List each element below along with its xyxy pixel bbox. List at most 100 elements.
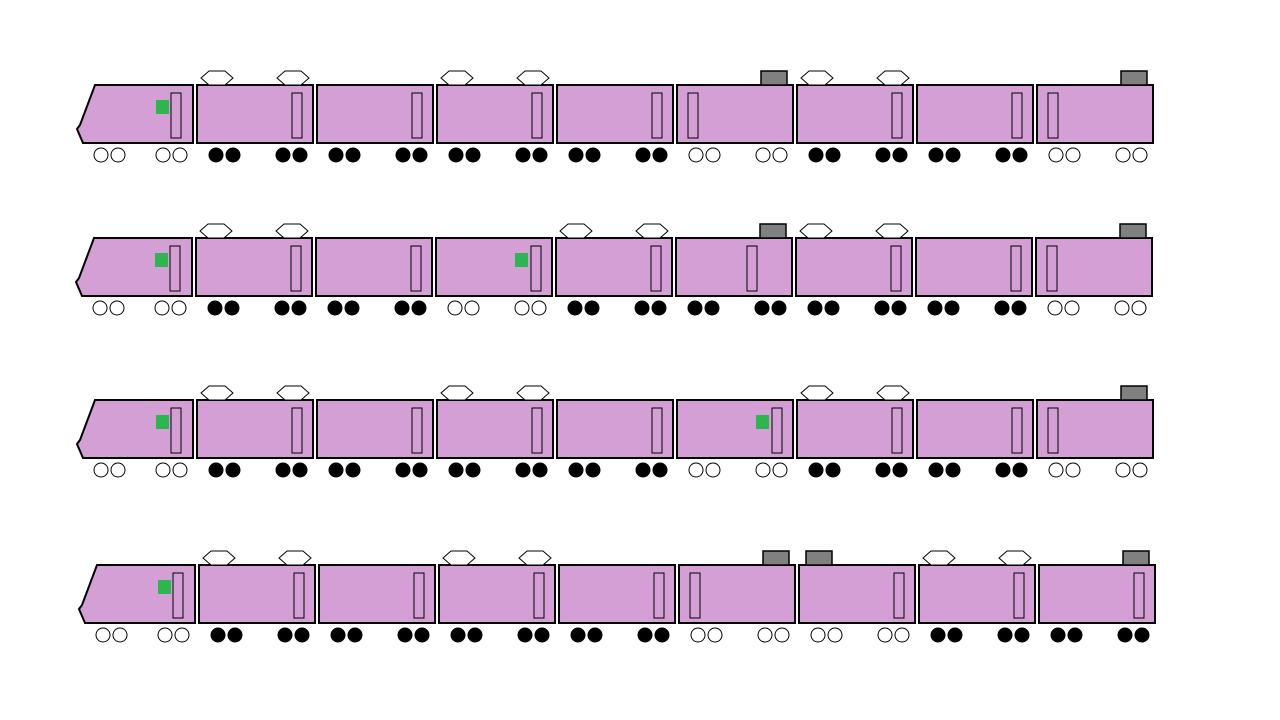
trailer-wheel [772,147,788,163]
powered-wheel [534,627,550,643]
pantograph-icon [275,223,309,239]
powered-wheel [570,627,586,643]
car-8 [915,237,1033,316]
powered-wheel [587,627,603,643]
car-4 [436,385,554,478]
car-2 [198,550,316,643]
car-door [411,407,423,454]
cab-light-indicator [158,580,171,594]
car-door [890,245,902,292]
middle-car-body [676,399,794,459]
pantograph-icon [200,385,234,401]
trailer-wheel [93,147,109,163]
powered-wheel [704,300,720,316]
car-6 [676,70,794,163]
trailer-wheel [755,462,771,478]
pantograph-icon [199,223,233,239]
trailer-wheel [531,300,547,316]
car-1 [77,564,196,643]
powered-wheel [944,300,960,316]
car-door [169,245,181,292]
car-7 [798,550,916,643]
pantograph-icon [442,550,476,566]
cab-car-body [74,237,193,297]
middle-car-body [555,237,673,297]
pantograph-icon [635,223,669,239]
middle-car-body [676,84,794,144]
powered-wheel [411,300,427,316]
end-car-body [1036,399,1154,459]
roof-equipment-box [805,550,833,566]
powered-wheel [515,147,531,163]
powered-wheel [274,300,290,316]
pantograph-icon [875,223,909,239]
pantograph-icon [559,223,593,239]
trailer-wheel [92,300,108,316]
powered-wheel [945,147,961,163]
powered-wheel [1117,627,1133,643]
car-door [1010,245,1022,292]
trailer-wheel [827,627,843,643]
roof-equipment-box [1120,385,1148,401]
car-2 [195,223,313,316]
powered-wheel [808,147,824,163]
powered-wheel [450,627,466,643]
powered-wheel [807,300,823,316]
car-door [1047,92,1059,139]
powered-wheel [997,627,1013,643]
car-door [413,572,425,619]
cab-car-body [75,84,194,144]
powered-wheel [568,147,584,163]
powered-wheel [225,147,241,163]
trailer-wheel [1115,462,1131,478]
roof-equipment-box [760,70,788,86]
middle-car-body [795,237,913,297]
car-door [1133,572,1145,619]
powered-wheel [875,462,891,478]
powered-wheel [654,627,670,643]
middle-car-body [558,564,676,624]
car-2 [196,385,314,478]
roof-equipment-box [1119,223,1147,239]
middle-car-body [435,237,553,297]
car-door [1046,245,1058,292]
trailer-wheel [1065,147,1081,163]
powered-wheel [995,147,1011,163]
roof-equipment-box [759,223,787,239]
pantograph-icon [800,385,834,401]
car-5 [556,399,674,478]
middle-car-body [315,237,433,297]
powered-wheel [928,147,944,163]
powered-wheel [275,462,291,478]
trailer-wheel [705,462,721,478]
powered-wheel [344,300,360,316]
powered-wheel [634,300,650,316]
car-door [533,572,545,619]
car-3 [315,237,433,316]
powered-wheel [995,462,1011,478]
trailer-wheel [1064,300,1080,316]
trailer-wheel [1047,300,1063,316]
middle-car-body [678,564,796,624]
trailer-wheel [447,300,463,316]
pantograph-icon [440,70,474,86]
powered-wheel [892,147,908,163]
powered-wheel [754,300,770,316]
car-door [1011,407,1023,454]
middle-car-body [196,84,314,144]
powered-wheel [467,627,483,643]
pantograph-icon [276,385,310,401]
powered-wheel [874,300,890,316]
powered-wheel [687,300,703,316]
pantograph-icon [516,385,550,401]
powered-wheel [412,147,428,163]
powered-wheel [208,462,224,478]
trailer-wheel [1132,462,1148,478]
car-door [291,92,303,139]
powered-wheel [652,462,668,478]
powered-wheel [291,300,307,316]
powered-wheel [1134,627,1150,643]
trailer-wheel [705,147,721,163]
car-door [530,245,542,292]
cab-light-indicator [515,253,528,267]
